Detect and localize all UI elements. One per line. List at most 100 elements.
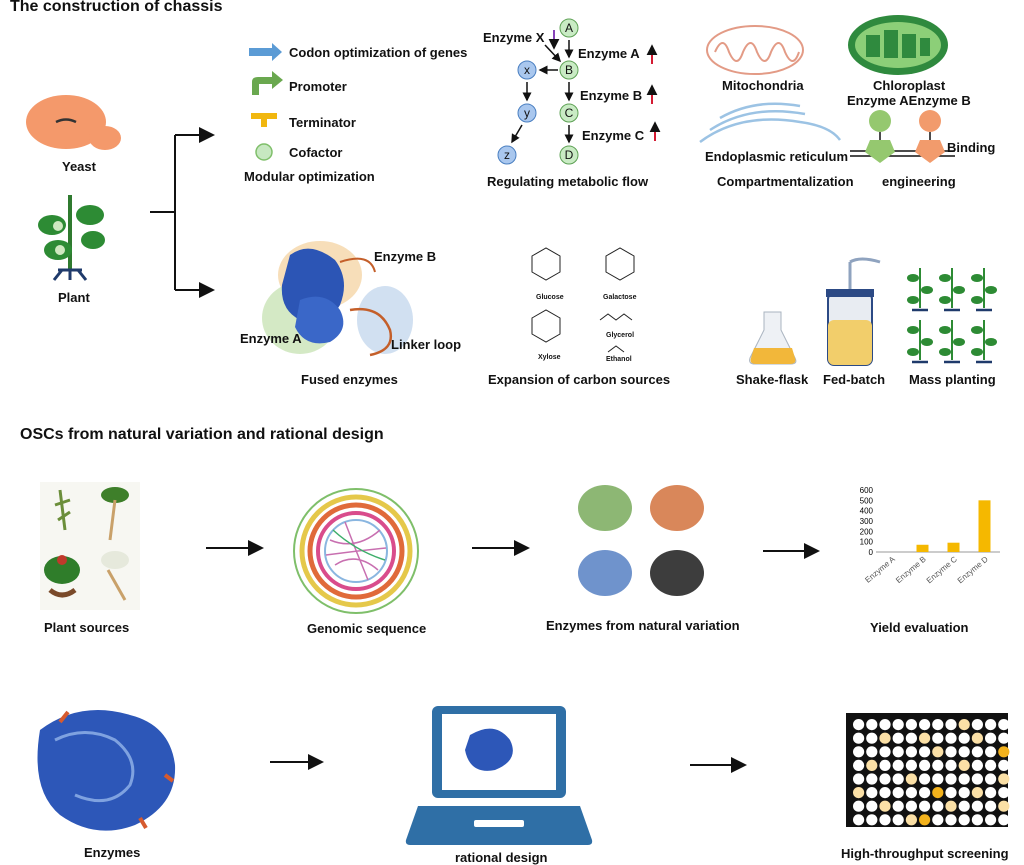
- y-tick-label: 300: [860, 517, 874, 526]
- well: [932, 773, 944, 785]
- label-galactose: Galactose: [603, 294, 637, 301]
- label-plant: Plant: [58, 290, 90, 305]
- label-natural-variation: Enzymes from natural variation: [546, 618, 740, 633]
- well: [932, 787, 944, 799]
- well: [958, 800, 970, 812]
- node-x: x: [524, 63, 530, 77]
- codon-arrow-icon: [249, 43, 282, 61]
- well: [866, 759, 878, 772]
- y-tick-label: 500: [860, 496, 874, 505]
- well: [932, 732, 944, 744]
- label-plant-sources: Plant sources: [44, 620, 130, 635]
- x-tick-label: Enzyme A: [863, 554, 897, 584]
- well: [905, 719, 918, 731]
- label-enzyme-x: Enzyme X: [483, 30, 545, 45]
- well: [985, 759, 997, 772]
- y-tick-label: 0: [869, 548, 874, 557]
- well: [892, 759, 904, 772]
- galactose-icon: [605, 247, 635, 281]
- well: [932, 814, 944, 826]
- well: [971, 732, 984, 744]
- well: [879, 732, 891, 744]
- yeast-icon: [26, 95, 121, 150]
- fed-batch-icon: [826, 257, 881, 366]
- label-shake-flask: Shake-flask: [736, 372, 809, 387]
- y-tick-label: 100: [860, 538, 874, 547]
- well: [998, 746, 1010, 758]
- x-tick-label: Enzyme B: [894, 555, 928, 585]
- label-fused-enzyme-a: Enzyme A: [240, 331, 302, 346]
- well: [892, 719, 904, 731]
- label-yield-evaluation: Yield evaluation: [870, 620, 969, 635]
- well: [985, 800, 997, 812]
- well: [945, 773, 957, 785]
- node-a: A: [564, 21, 573, 35]
- label-fed-batch: Fed-batch: [823, 372, 886, 387]
- natural-enzymes-icon: [578, 485, 704, 596]
- terminator-icon: [251, 113, 277, 127]
- well: [892, 814, 904, 826]
- label-binding: Binding: [947, 140, 996, 155]
- node-b: B: [564, 63, 573, 77]
- well: [998, 773, 1010, 785]
- well: [945, 800, 957, 812]
- label-cofactor: Cofactor: [289, 145, 343, 160]
- label-linker-loop: Linker loop: [391, 337, 462, 352]
- well: [945, 759, 957, 772]
- y-tick-label: 400: [860, 507, 874, 516]
- well: [932, 719, 944, 731]
- label-fused-enzyme-b: Enzyme B: [374, 249, 437, 264]
- well: [919, 773, 931, 785]
- caption-engineering: engineering: [882, 174, 956, 189]
- well: [905, 759, 918, 772]
- well: [919, 719, 931, 731]
- caption-metabolic-flow: Regulating metabolic flow: [487, 174, 649, 189]
- label-chloroplast: Chloroplast: [873, 78, 946, 93]
- label-xylose: Xylose: [538, 354, 561, 361]
- cofactor-icon: [255, 143, 273, 161]
- yield-bar: [916, 544, 929, 552]
- section-title-oscs: OSCs from natural variation and rational…: [20, 426, 384, 443]
- well: [971, 719, 984, 731]
- label-glycerol: Glycerol: [606, 332, 635, 339]
- label-enzyme-b-flow: Enzyme B: [580, 88, 643, 103]
- well: [998, 759, 1010, 772]
- yield-bar: [978, 500, 991, 552]
- well: [971, 800, 984, 812]
- well: [958, 787, 970, 799]
- well: [971, 814, 984, 826]
- glucose-icon: [531, 247, 561, 281]
- well: [958, 732, 970, 744]
- xylose-icon: [531, 309, 561, 343]
- fused-enzymes-icon: [262, 241, 413, 357]
- well: [985, 732, 997, 744]
- binding-icon: [850, 110, 955, 163]
- label-promoter: Promoter: [289, 79, 347, 94]
- label-ethanol: Ethanol: [606, 356, 632, 363]
- well: [971, 746, 984, 758]
- well: [853, 787, 865, 799]
- node-c: C: [564, 106, 574, 120]
- label-terminator: Terminator: [289, 115, 356, 130]
- well: [919, 746, 931, 758]
- well: [879, 814, 891, 826]
- well: [985, 814, 997, 826]
- well: [958, 746, 970, 758]
- caption-compartmentalization: Compartmentalization: [717, 174, 854, 189]
- well: [879, 759, 891, 772]
- caption-carbon-sources: Expansion of carbon sources: [488, 372, 671, 387]
- well: [905, 746, 918, 758]
- well: [932, 759, 944, 772]
- well: [958, 719, 970, 731]
- well: [919, 732, 931, 744]
- well: [853, 773, 865, 785]
- well: [879, 746, 891, 758]
- er-icon: [699, 102, 842, 144]
- well: [985, 746, 997, 758]
- y-tick-label: 600: [860, 486, 874, 495]
- well: [866, 773, 878, 785]
- label-enzyme-a-flow: Enzyme A: [578, 46, 640, 61]
- label-genomic-sequence: Genomic sequence: [307, 621, 427, 636]
- plant-sources-image: [40, 482, 140, 610]
